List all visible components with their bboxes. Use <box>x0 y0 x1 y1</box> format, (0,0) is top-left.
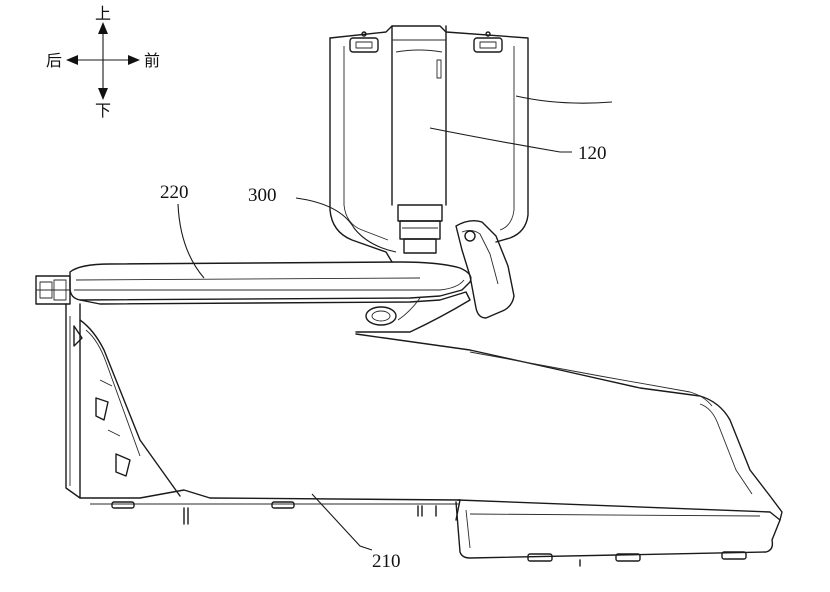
direction-down-label: 下 <box>95 103 111 120</box>
arrow-right-icon <box>128 55 140 65</box>
direction-up-label: 上 <box>95 5 111 23</box>
arrow-left-icon <box>66 55 78 65</box>
arrow-up-icon <box>98 22 108 34</box>
orientation-compass: 上 下 后 前 <box>46 5 160 120</box>
label-120: 120 <box>578 143 607 164</box>
leader-120 <box>429 127 572 153</box>
label-210: 210 <box>372 551 401 572</box>
direction-front-label: 前 <box>144 52 160 70</box>
water-tank-120 <box>329 25 529 319</box>
leader-300 <box>295 197 397 253</box>
label-300: 300 <box>248 185 277 206</box>
arrow-down-icon <box>98 88 108 100</box>
leader-tank-edge <box>515 95 613 104</box>
leader-lines <box>177 95 613 551</box>
direction-rear-label: 后 <box>46 52 62 70</box>
base-body-210 <box>65 291 783 567</box>
lid-220 <box>35 261 472 305</box>
leader-220 <box>177 203 205 279</box>
leader-210 <box>311 493 373 551</box>
label-220: 220 <box>160 182 189 203</box>
